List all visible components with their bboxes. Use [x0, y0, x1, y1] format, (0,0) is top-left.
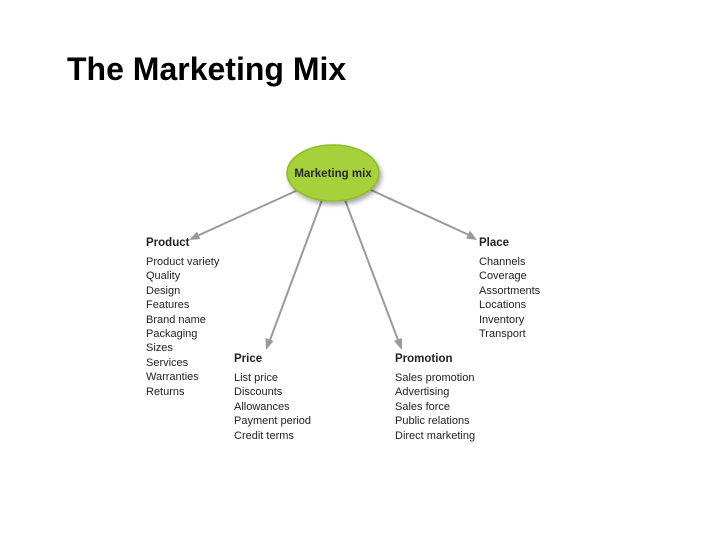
list-item: Packaging: [146, 328, 198, 341]
product-group: Product Product variety Quality Design F…: [146, 236, 219, 399]
list-item: Sales force: [395, 400, 451, 413]
list-item: Locations: [479, 299, 527, 312]
promotion-items-list: Sales promotion Advertising Sales force …: [395, 371, 475, 443]
arrow-to-promotion: [344, 199, 399, 341]
list-item: Direct marketing: [395, 429, 476, 442]
list-item: Returns: [146, 385, 185, 398]
hub-label: Marketing mix: [294, 168, 372, 180]
list-item: Credit terms: [234, 429, 294, 442]
list-item: Warranties: [146, 371, 199, 384]
list-item: Channels: [479, 256, 526, 268]
hub-ellipse: [286, 144, 380, 202]
connector-arrows: [189, 189, 477, 350]
list-item: Inventory: [479, 313, 525, 326]
list-item: Public relations: [395, 415, 470, 428]
product-heading: Product: [146, 237, 190, 249]
list-item: Advertising: [395, 386, 450, 399]
product-items-list: Product variety Quality Design Features …: [146, 255, 219, 399]
list-item: Product variety: [146, 256, 220, 268]
list-item: Assortments: [479, 284, 541, 297]
page-title: The Marketing Mix: [67, 51, 347, 87]
arrowhead-product: [189, 231, 201, 240]
list-item: Brand name: [146, 313, 206, 326]
price-group: Price List price Discounts Allowances Pa…: [234, 352, 311, 443]
list-item: Transport: [479, 328, 526, 341]
list-item: Payment period: [234, 415, 312, 428]
list-item: Coverage: [479, 270, 527, 283]
list-item: Quality: [146, 270, 181, 283]
arrow-to-place: [370, 189, 470, 236]
list-item: Sizes: [146, 342, 173, 355]
list-item: Sales promotion: [395, 372, 475, 384]
list-item: Allowances: [234, 400, 290, 413]
place-group: Place Channels Coverage Assortments Loca…: [479, 236, 540, 341]
arrow-to-product: [196, 189, 299, 237]
price-heading: Price: [234, 353, 263, 365]
list-item: Design: [146, 284, 181, 297]
arrowhead-price: [265, 338, 274, 350]
list-item: Discounts: [234, 386, 283, 399]
place-heading: Place: [479, 237, 510, 249]
arrowhead-promotion: [394, 338, 402, 350]
arrow-to-price: [269, 199, 323, 341]
promotion-group: Promotion Sales promotion Advertising Sa…: [395, 352, 475, 443]
price-items-list: List price Discounts Allowances Payment …: [234, 371, 311, 443]
arrowhead-place: [466, 230, 477, 240]
list-item: List price: [234, 372, 279, 384]
marketing-mix-hub: Marketing mix: [286, 144, 380, 202]
list-item: Services: [146, 356, 189, 369]
list-item: Features: [146, 299, 190, 312]
place-items-list: Channels Coverage Assortments Locations …: [479, 255, 540, 341]
promotion-heading: Promotion: [395, 353, 453, 365]
